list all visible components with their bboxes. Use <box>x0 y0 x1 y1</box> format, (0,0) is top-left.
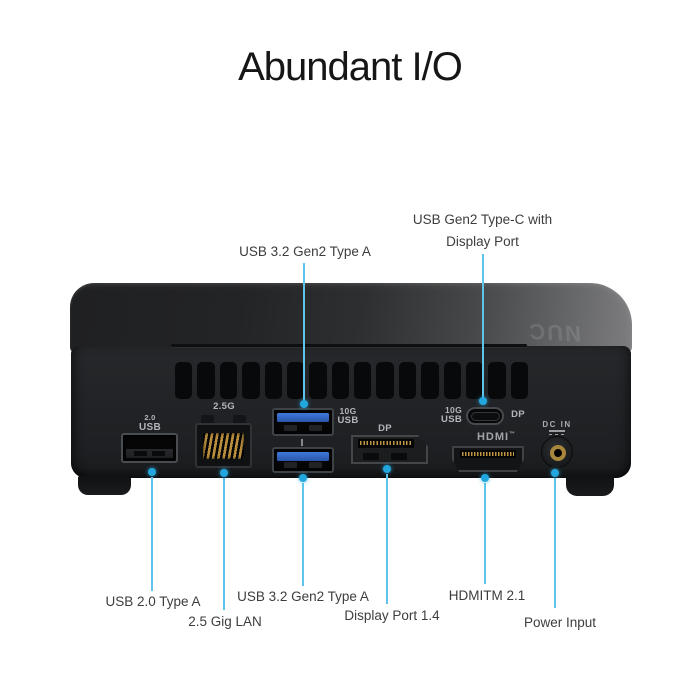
usb2-tongue <box>126 449 173 458</box>
callout-lan-label: 2.5 Gig LAN <box>188 614 262 629</box>
lan-latch-right <box>233 415 246 425</box>
callout-usb2-line <box>151 477 153 591</box>
callout-lan-line <box>223 478 225 610</box>
panel-seam <box>171 344 527 347</box>
ethernet-port <box>195 423 252 468</box>
usbc-dp-label: DP <box>511 409 525 420</box>
callout-lan-dot <box>220 469 228 477</box>
vent-grille <box>175 362 528 399</box>
usb32-port-top <box>272 408 334 436</box>
callout-usb32-rear-dot <box>300 400 308 408</box>
mini-pc-rear-view: NUC 2.0 USB 2.5G <box>70 283 632 498</box>
callout-usb32-front-dot <box>299 474 307 482</box>
callout-power-label: Power Input <box>523 615 597 630</box>
callout-hdmi-label: HDMITM 2.1 <box>448 588 526 603</box>
dc-voltage-symbol <box>549 430 565 435</box>
power-jack-pin <box>550 445 566 461</box>
callout-dp-label: Display Port 1.4 <box>344 608 440 623</box>
callout-usbc-label: USB Gen2 Type-C with Display Port <box>412 212 553 249</box>
power-jack <box>541 436 573 468</box>
callout-usbc-line <box>482 254 484 398</box>
callout-usbc-dot <box>479 397 487 405</box>
callout-usb32-rear-line <box>303 263 305 402</box>
callout-dp-dot <box>383 465 391 473</box>
callout-usb2-label: USB 2.0 Type A <box>105 594 201 609</box>
callout-usb32-front-label: USB 3.2 Gen2 Type A <box>237 589 369 604</box>
usb32-port-label: 10G USB <box>337 406 359 426</box>
usb3-tongue <box>277 413 329 422</box>
lan-latch-left <box>201 415 214 425</box>
page-title: Abundant I/O <box>238 45 463 89</box>
dp-port-label: DP <box>378 423 392 434</box>
device-top-face <box>70 283 632 353</box>
hdmi-port-label: HDMI™ <box>476 431 516 443</box>
usbc-port-label: 10G USB <box>441 405 462 425</box>
displayport-port <box>351 435 428 464</box>
lan-port-label: 2.5G <box>213 401 235 412</box>
usb2-port-label: 2.0 USB <box>138 413 161 433</box>
callout-hdmi-dot <box>481 474 489 482</box>
dcin-port-label: DC IN <box>542 420 572 429</box>
callout-power-line <box>554 478 556 608</box>
callout-power-dot <box>551 469 559 477</box>
usb-port-divider <box>301 439 303 446</box>
usbc-port <box>466 407 504 425</box>
usb3-tongue <box>277 452 329 461</box>
callout-hdmi-line <box>484 483 486 584</box>
ethernet-pins <box>203 433 244 459</box>
hdmi-port <box>452 446 524 472</box>
device-foot-left <box>78 476 131 495</box>
hdmi-pins <box>460 450 516 458</box>
dp-pins <box>358 439 414 448</box>
callout-usb32-rear-label: USB 3.2 Gen2 Type A <box>239 244 371 259</box>
callout-dp-line <box>386 474 388 604</box>
callout-usb32-front-line <box>302 483 304 586</box>
device-foot-right <box>566 475 614 496</box>
usb2-port <box>121 433 178 463</box>
usb32-port-bottom <box>272 447 334 473</box>
nuc-logo: NUC <box>526 318 582 347</box>
callout-usb2-dot <box>148 468 156 476</box>
